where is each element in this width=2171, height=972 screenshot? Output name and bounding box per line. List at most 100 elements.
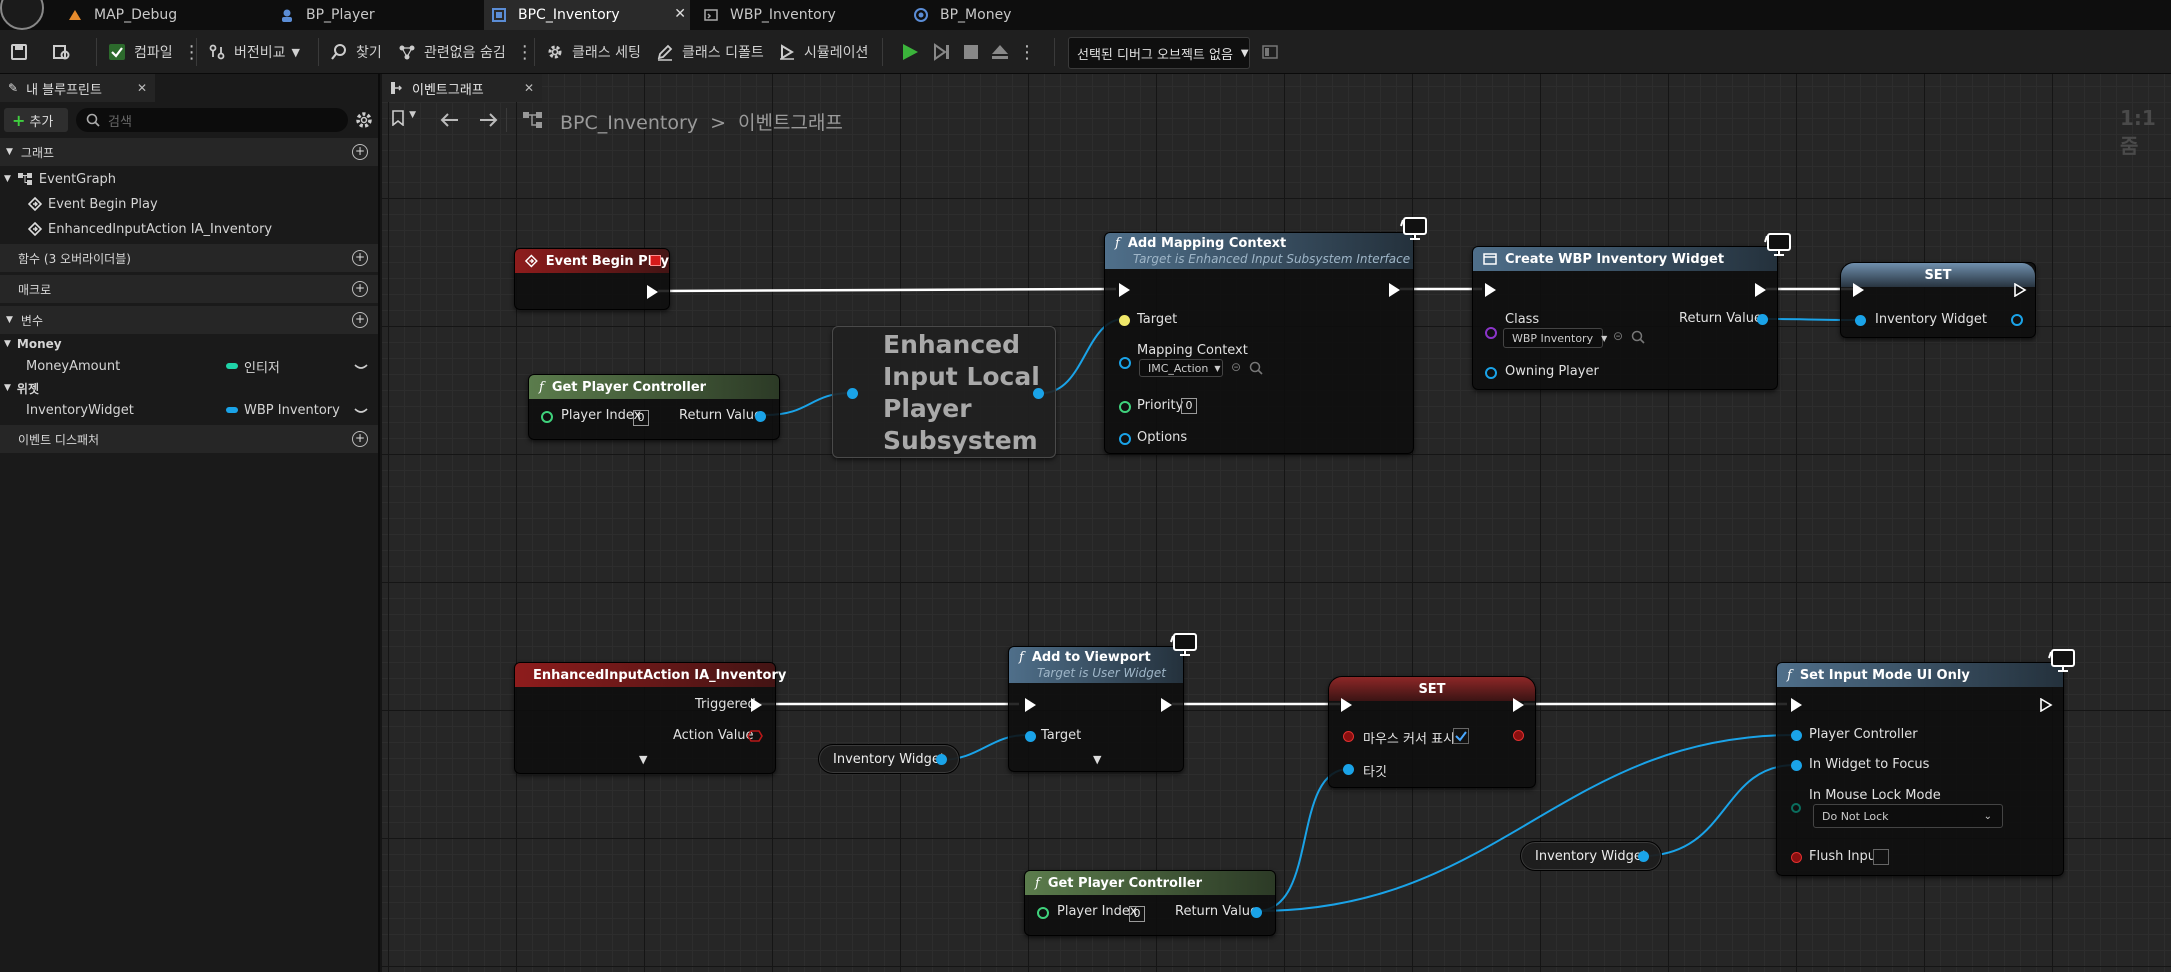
- options-pin[interactable]: [1119, 433, 1131, 445]
- add-dispatcher-icon[interactable]: +: [352, 431, 368, 447]
- widget-focus-pin[interactable]: [1791, 760, 1802, 771]
- exec-in-pin[interactable]: [1485, 283, 1496, 297]
- return-value-pin[interactable]: [1757, 314, 1768, 325]
- browse-button[interactable]: [52, 36, 78, 68]
- node-get-player-controller[interactable]: f Get Player Controller Player Index 0 R…: [1024, 870, 1276, 936]
- variable-type-inventory-widget[interactable]: WBP Inventory: [226, 399, 340, 421]
- action-value-pin[interactable]: [747, 730, 763, 742]
- player-index-pin[interactable]: [1037, 907, 1049, 919]
- output-pin[interactable]: [936, 754, 947, 765]
- variable-category-widget[interactable]: ▼ 위젯: [4, 377, 39, 399]
- tree-item-ia-inventory[interactable]: EnhancedInputAction IA_Inventory: [28, 218, 272, 240]
- exec-out-pin[interactable]: [647, 285, 658, 299]
- show-cursor-checkbox[interactable]: [1453, 728, 1469, 744]
- priority-input[interactable]: 0: [1181, 398, 1197, 414]
- simulation-button[interactable]: 시뮬레이션: [778, 36, 868, 68]
- visibility-eye-icon[interactable]: [354, 363, 368, 371]
- flush-input-pin[interactable]: [1791, 852, 1802, 863]
- mouse-lock-pin[interactable]: [1791, 803, 1801, 813]
- debug-object-dropdown[interactable]: 선택된 디버그 오브젝트 없음 ▼: [1068, 37, 1250, 69]
- hide-unrelated-button[interactable]: 관련없음 숨김 ⋮: [398, 36, 534, 68]
- functions-section-header[interactable]: 함수 (3 오버라이더블) +: [0, 244, 378, 272]
- output-pin[interactable]: [1638, 851, 1649, 862]
- gear-icon[interactable]: [354, 110, 374, 130]
- delegate-pin-icon[interactable]: [650, 255, 661, 266]
- player-controller-pin[interactable]: [1791, 730, 1802, 741]
- flush-input-checkbox[interactable]: [1873, 849, 1889, 865]
- tab-event-graph[interactable]: 이벤트그래프 ✕: [382, 74, 542, 102]
- output-pin[interactable]: [2011, 314, 2023, 326]
- chevron-down-icon[interactable]: ▼: [1093, 753, 1102, 766]
- node-create-widget[interactable]: Create WBP Inventory Widget Class WBP In…: [1472, 246, 1778, 390]
- step-button[interactable]: [932, 36, 952, 68]
- exec-out-pin[interactable]: [1513, 698, 1524, 712]
- return-value-pin[interactable]: [755, 411, 766, 422]
- class-settings-button[interactable]: 클래스 세팅: [546, 36, 641, 68]
- output-pin[interactable]: [1033, 388, 1044, 399]
- player-index-input[interactable]: 0: [1129, 906, 1145, 922]
- use-selected-icon[interactable]: ⊝: [1231, 360, 1242, 374]
- add-variable-icon[interactable]: +: [352, 312, 368, 328]
- bookmark-dropdown[interactable]: ▼: [392, 110, 426, 132]
- eject-button[interactable]: [990, 36, 1010, 68]
- node-inventory-widget-getter[interactable]: Inventory Widget: [818, 744, 960, 774]
- add-button[interactable]: + 추가: [4, 108, 68, 132]
- triggered-exec-pin[interactable]: [751, 698, 762, 712]
- my-blueprint-tab[interactable]: ✎ 내 블루프린트 ✕: [0, 74, 155, 102]
- player-index-input[interactable]: 0: [633, 410, 649, 426]
- target-pin[interactable]: [1343, 764, 1354, 775]
- use-selected-icon[interactable]: ⊝: [1613, 329, 1624, 343]
- node-enhanced-input-subsystem[interactable]: Enhanced Input Local Player Subsystem: [832, 326, 1056, 458]
- unreal-logo-icon[interactable]: [0, 0, 44, 30]
- close-tab-icon[interactable]: ✕: [674, 6, 686, 22]
- node-set-show-mouse-cursor[interactable]: SET 마우스 커서 표시 타깃: [1328, 676, 1536, 788]
- variables-section-header[interactable]: ▼ 변수 +: [0, 306, 378, 334]
- variable-type-money-amount[interactable]: 인티저: [226, 355, 280, 377]
- priority-pin[interactable]: [1119, 401, 1131, 413]
- tab-map-debug[interactable]: MAP_Debug: [68, 0, 268, 30]
- node-ia-inventory[interactable]: EnhancedInputAction IA_Inventory Trigger…: [514, 662, 786, 774]
- inventory-widget-pin[interactable]: [1855, 315, 1866, 326]
- class-dropdown[interactable]: WBP Inventory ▼: [1503, 328, 1607, 348]
- exec-in-pin[interactable]: [1025, 698, 1036, 712]
- node-add-mapping-context[interactable]: f Add Mapping Context Target is Enhanced…: [1104, 232, 1414, 454]
- exec-in-pin[interactable]: [1791, 698, 1802, 712]
- close-panel-icon[interactable]: ✕: [136, 81, 147, 95]
- variable-item-money-amount[interactable]: MoneyAmount: [26, 355, 120, 377]
- tab-bp-money[interactable]: BP_Money: [914, 0, 1094, 30]
- tree-item-event-begin-play[interactable]: Event Begin Play: [28, 193, 158, 215]
- find-button[interactable]: 찾기: [330, 36, 382, 68]
- add-graph-icon[interactable]: +: [352, 144, 368, 160]
- dispatchers-section-header[interactable]: 이벤트 디스패처 +: [0, 425, 378, 453]
- mapping-context-dropdown[interactable]: IMC_Action ▼: [1139, 359, 1223, 377]
- mapping-context-pin[interactable]: [1119, 357, 1131, 369]
- search-input[interactable]: 검색: [76, 108, 348, 132]
- breadcrumb-root[interactable]: BPC_Inventory: [560, 112, 699, 134]
- node-get-player-controller[interactable]: f Get Player Controller Player Index 0 R…: [528, 374, 780, 440]
- mouse-lock-dropdown[interactable]: Do Not Lock ⌄: [1813, 804, 2003, 828]
- breadcrumb-leaf[interactable]: 이벤트그래프: [738, 112, 843, 134]
- class-pin[interactable]: [1485, 327, 1497, 339]
- show-cursor-pin[interactable]: [1343, 731, 1354, 742]
- output-pin[interactable]: [1513, 730, 1524, 741]
- node-event-begin-play[interactable]: Event Begin Play: [514, 248, 670, 310]
- play-button[interactable]: [900, 36, 920, 68]
- play-options-button[interactable]: ⋮: [1018, 36, 1036, 68]
- exec-in-pin[interactable]: [1119, 283, 1130, 297]
- player-index-pin[interactable]: [541, 411, 553, 423]
- node-set-inventory-widget[interactable]: SET Inventory Widget: [1840, 262, 2036, 338]
- return-value-pin[interactable]: [1251, 907, 1262, 918]
- exec-out-pin[interactable]: [2013, 283, 2027, 297]
- target-pin[interactable]: [1025, 731, 1036, 742]
- compile-button[interactable]: 컴파일 ⋮: [108, 36, 201, 68]
- exec-out-pin[interactable]: [1389, 283, 1400, 297]
- macros-section-header[interactable]: 매크로 +: [0, 275, 378, 303]
- debug-filter-button[interactable]: [1262, 36, 1278, 68]
- node-inventory-widget-getter[interactable]: Inventory Widget: [1520, 841, 1662, 871]
- more-options-icon[interactable]: ⋮: [515, 41, 534, 63]
- node-add-to-viewport[interactable]: f Add to Viewport Target is User Widget …: [1008, 646, 1184, 772]
- forward-arrow-icon[interactable]: [478, 112, 498, 128]
- stop-button[interactable]: [962, 36, 980, 68]
- back-arrow-icon[interactable]: [440, 112, 460, 128]
- exec-out-pin[interactable]: [1755, 283, 1766, 297]
